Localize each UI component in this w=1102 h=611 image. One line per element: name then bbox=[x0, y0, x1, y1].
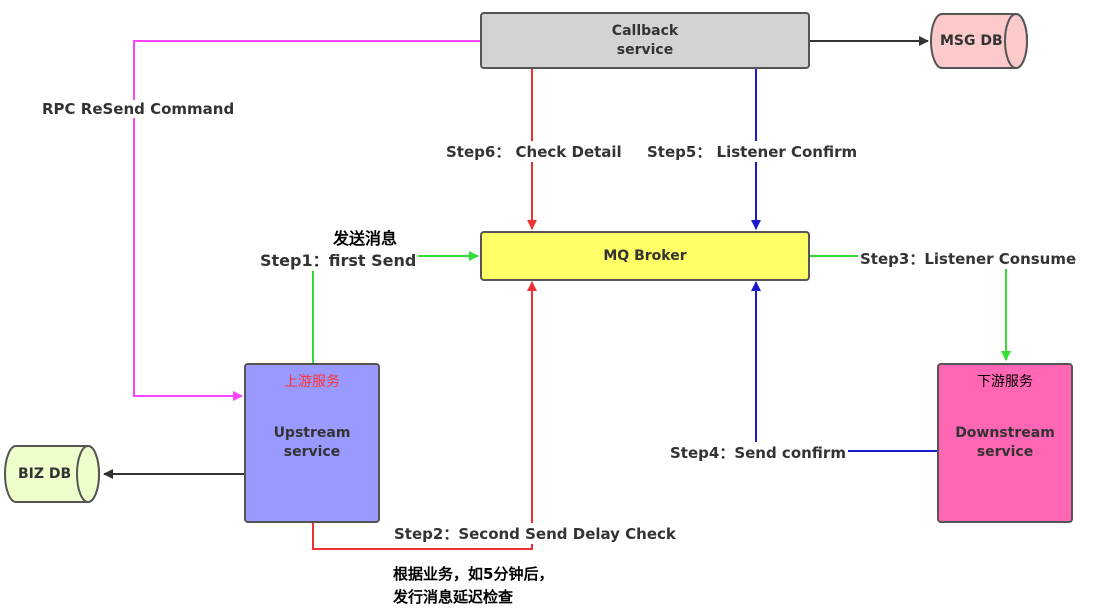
arrow-step4 bbox=[751, 281, 937, 452]
upstream-subtitle: service bbox=[283, 444, 341, 460]
downstream-service-node: 下游服务 Downstream service bbox=[937, 363, 1073, 523]
msg-db-label: MSG DB bbox=[940, 33, 1003, 49]
downstream-subtitle: service bbox=[976, 444, 1034, 460]
step6-label: Step6： Check Detail bbox=[444, 141, 624, 162]
biz-db-cylinder bbox=[4, 445, 100, 503]
step5-label: Step5： Listener Confirm bbox=[645, 141, 860, 162]
upstream-title: Upstream bbox=[273, 425, 351, 441]
step2-cn-line2: 发行消息延迟检查 bbox=[393, 588, 514, 606]
arrow-step1 bbox=[312, 251, 479, 363]
rpc-resend-label: RPC ReSend Command bbox=[40, 100, 237, 118]
msg-db-cylinder bbox=[930, 13, 1028, 69]
step3-label: Step3：Listener Consume bbox=[858, 248, 1079, 269]
step4-label: Step4：Send confirm bbox=[668, 442, 848, 463]
step2-cn-line1: 根据业务，如5分钟后， bbox=[393, 565, 554, 583]
step1-label: Step1：first Send bbox=[258, 247, 419, 271]
downstream-cn-label: 下游服务 bbox=[977, 374, 1033, 390]
mq-broker-node: MQ Broker bbox=[480, 231, 810, 281]
arrow-step2 bbox=[312, 281, 537, 550]
upstream-cn-label: 上游服务 bbox=[284, 374, 340, 390]
downstream-title: Downstream bbox=[955, 425, 1055, 441]
biz-db-label: BIZ DB bbox=[18, 466, 72, 482]
step2-label: Step2：Second Send Delay Check bbox=[392, 523, 678, 544]
arrow-rpc-resend bbox=[133, 40, 480, 401]
callback-service-node: Callback service bbox=[480, 12, 810, 69]
upstream-service-node: 上游服务 Upstream service bbox=[244, 363, 380, 523]
arrow-step3 bbox=[810, 255, 1011, 361]
callback-subtitle: service bbox=[616, 41, 674, 58]
mq-broker-label: MQ Broker bbox=[603, 247, 687, 264]
callback-title: Callback bbox=[611, 22, 679, 39]
step1-cn-label: 发送消息 bbox=[333, 229, 398, 248]
